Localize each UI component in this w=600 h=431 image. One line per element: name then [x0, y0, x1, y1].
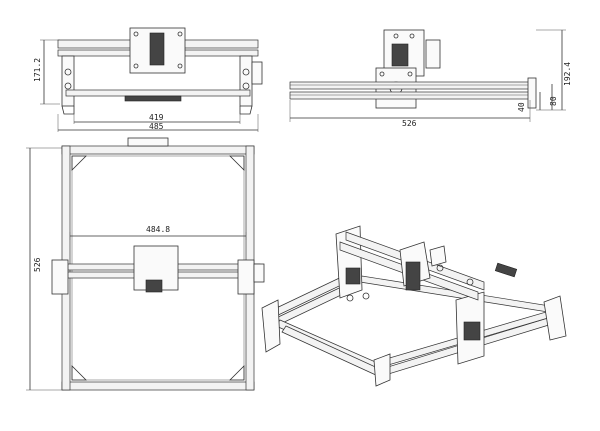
side-length-dim: 526	[402, 119, 417, 128]
top-length-dim: 526	[33, 257, 42, 272]
side-view: 526 40 80 192.4	[289, 29, 572, 128]
top-width-dim: 484.8	[146, 225, 170, 234]
top-view: 526 484.8	[26, 137, 265, 391]
front-inner-width-dim: 419	[149, 113, 164, 122]
side-height-mid-dim: 80	[549, 96, 558, 106]
iso-view	[261, 225, 567, 387]
front-outer-width-dim: 485	[149, 122, 164, 131]
front-view: 171.2 419 485	[33, 27, 263, 132]
side-height-total-dim: 192.4	[563, 62, 572, 86]
side-height-small-dim: 40	[517, 102, 526, 112]
front-height-dim: 171.2	[33, 58, 42, 82]
